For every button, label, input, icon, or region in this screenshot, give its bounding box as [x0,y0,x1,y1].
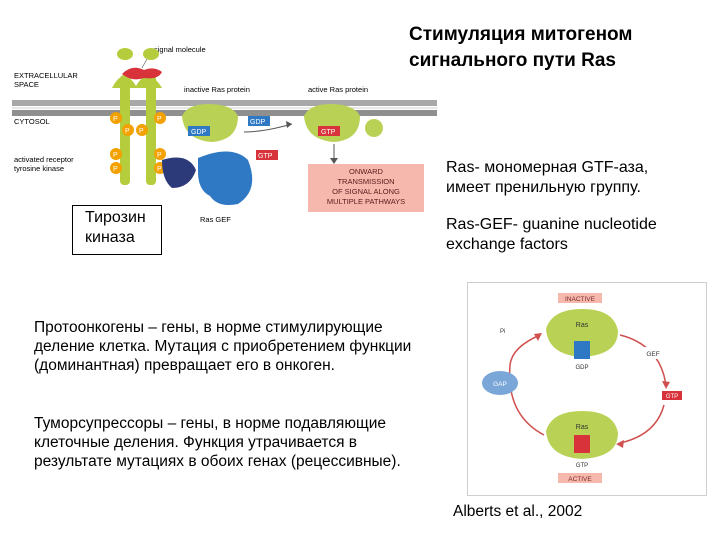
label-space: SPACE [14,80,39,89]
protooncogenes-paragraph: Протоонкогены – гены, в норме стимулирую… [34,319,412,374]
inactive-ras-gdp: GDP [191,129,207,136]
active-ras-protein [304,104,360,142]
tyrosine-kinase-label: Тирозин киназа [72,205,162,255]
onward-line-2: TRANSMISSION [337,177,394,186]
cycle-inactive-ras-text: Ras [576,322,589,329]
membrane-top [12,100,437,106]
label-extracellular: EXTRACELLULAR [14,71,78,80]
label-receptor-tyrosine-kinase: tyrosine kinase [14,164,64,173]
label-inactive-ras: inactive Ras protein [184,85,250,94]
svg-text:P: P [139,128,144,135]
svg-text:P: P [113,166,118,173]
signal-molecule-shape [122,67,162,80]
svg-text:P: P [157,152,162,159]
cycle-inactive-label: INACTIVE [565,296,596,303]
cycle-gdp-label: GDP [575,365,588,371]
ras-description-line-1: Ras- мономерная GTF-аза, [446,159,649,176]
ras-gef-description-line-1: Ras-GEF- guanine nucleotide [446,216,657,233]
cycle-pi-label: Pi [500,329,505,335]
ras-gef-description: Ras-GEF- guanine nucleotide exchange fac… [446,215,716,255]
adaptor-protein [162,157,196,188]
ras-gef-protein [198,151,253,205]
cycle-gtp-incoming: GTP [666,394,678,400]
ras-cycle-diagram: INACTIVE Ras GDP Pi GEF GTP GAP Ras GTP … [482,293,682,483]
cycle-gtp-label: GTP [576,463,588,469]
slide-title: Стимуляция митогеном сигнального пути Ra… [409,22,709,74]
gap-protein [482,371,518,395]
svg-text:P: P [113,116,118,123]
onward-line-4: MULTIPLE PATHWAYS [327,197,405,206]
label-cytosol: CYTOSOL [14,117,50,126]
ras-description: Ras- мономерная GTF-аза, имеет пренильну… [446,158,716,198]
svg-text:P: P [157,116,162,123]
inactive-ras-protein [182,104,238,142]
released-gdp: GDP [250,119,266,126]
ras-pathway-diagram: EXTRACELLULAR SPACE CYTOSOL activated re… [12,45,437,224]
incoming-gtp: GTP [258,153,273,160]
ras-gef-description-line-2: exchange factors [446,236,568,253]
inactive-ras-shape [546,309,618,357]
receptor-dimer [112,48,162,185]
tumor-suppressors-paragraph: Туморсупрессоры – гены, в норме подавляю… [34,415,401,470]
svg-text:P: P [157,166,162,173]
label-ras-gef: Ras GEF [200,215,231,224]
label-signal-molecule: signal molecule [154,45,206,54]
ras-description-line-2: имеет пренильную группу. [446,179,641,196]
title-line-1: Стимуляция митогеном [409,24,633,45]
active-ras-gtp: GTP [321,129,336,136]
cycle-active-label: ACTIVE [568,476,592,483]
label-active-ras: active Ras protein [308,85,368,94]
phosphate-groups: P P P P P P P P [110,112,166,174]
cycle-active-ras-text: Ras [576,424,589,431]
cycle-gef-label: GEF [646,351,659,358]
label-activated-receptor: activated receptor [14,155,74,164]
svg-text:P: P [125,128,130,135]
onward-line-1: ONWARD [349,167,383,176]
onward-transmission-box [308,164,424,212]
citation: Alberts et al., 2002 [453,503,583,520]
cycle-gap-label: GAP [493,381,507,388]
svg-text:P: P [113,152,118,159]
title-line-2: сигнального пути Ras [409,50,616,71]
onward-line-3: OF SIGNAL ALONG [332,187,400,196]
